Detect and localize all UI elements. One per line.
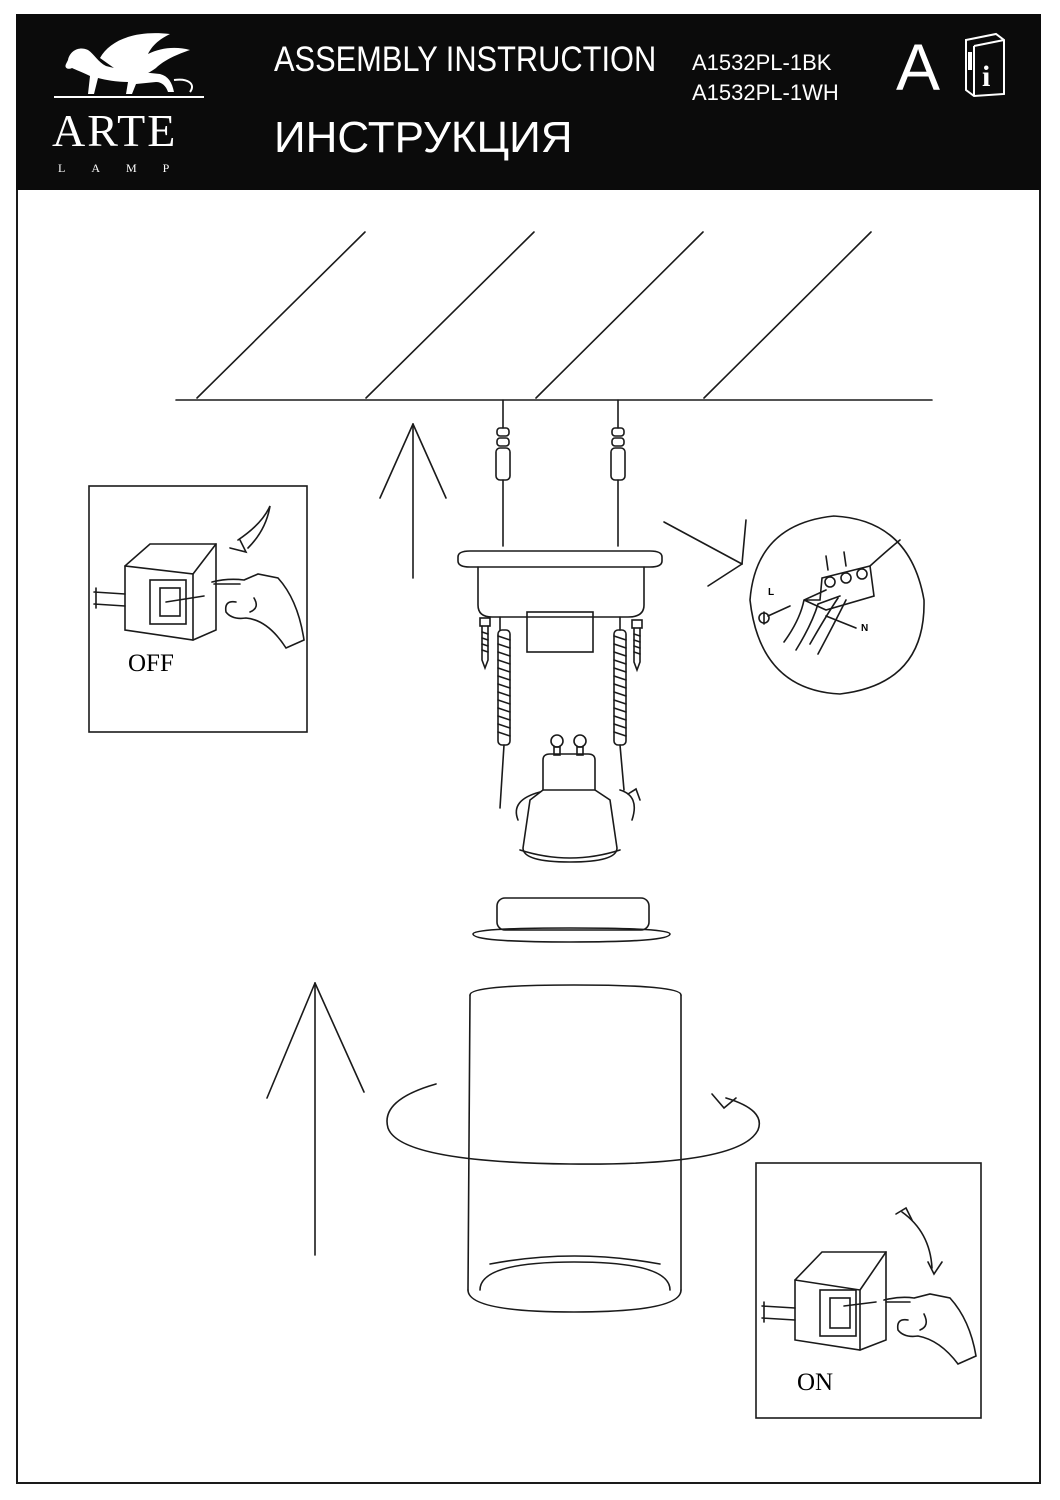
wiring-detail (749, 515, 925, 695)
pointer-to-detail (663, 519, 747, 587)
info-glyph: i (982, 60, 990, 93)
wall-plug-left (495, 399, 511, 547)
model-code-white: A1532PL-1WH (692, 80, 839, 105)
wall-plug-right (610, 399, 626, 547)
up-arrow-mounting (379, 423, 447, 579)
ceiling (175, 231, 933, 401)
header-bar (16, 14, 1041, 190)
cylinder-body (467, 984, 682, 1313)
switch-panel-on (755, 1162, 982, 1419)
on-label: ON (797, 1369, 834, 1396)
model-code-black: A1532PL-1BK (692, 50, 832, 75)
griffin-logo (54, 33, 204, 98)
rotation-arrow (386, 1083, 761, 1165)
live-wire-label: L (768, 587, 775, 598)
neutral-wire-label: N (861, 623, 869, 634)
lens-trim-ring (472, 897, 671, 943)
gu10-bulb (515, 734, 641, 863)
brand-name: ARTE (52, 105, 178, 156)
switch-panel-off (88, 485, 308, 733)
mounting-base (457, 550, 663, 653)
manual-info-icon: i (965, 32, 1005, 98)
spring-right (613, 629, 627, 791)
off-label: OFF (128, 650, 174, 677)
title-english: ASSEMBLY INSTRUCTION (274, 40, 657, 79)
section-letter: A (896, 30, 941, 104)
screw-right (631, 619, 643, 673)
screw-left (479, 617, 491, 671)
brand-subtitle: LAMP (58, 161, 196, 175)
title-russian: ИНСТРУКЦИЯ (274, 113, 573, 162)
up-arrow-body (266, 982, 365, 1256)
spring-left (497, 629, 511, 809)
